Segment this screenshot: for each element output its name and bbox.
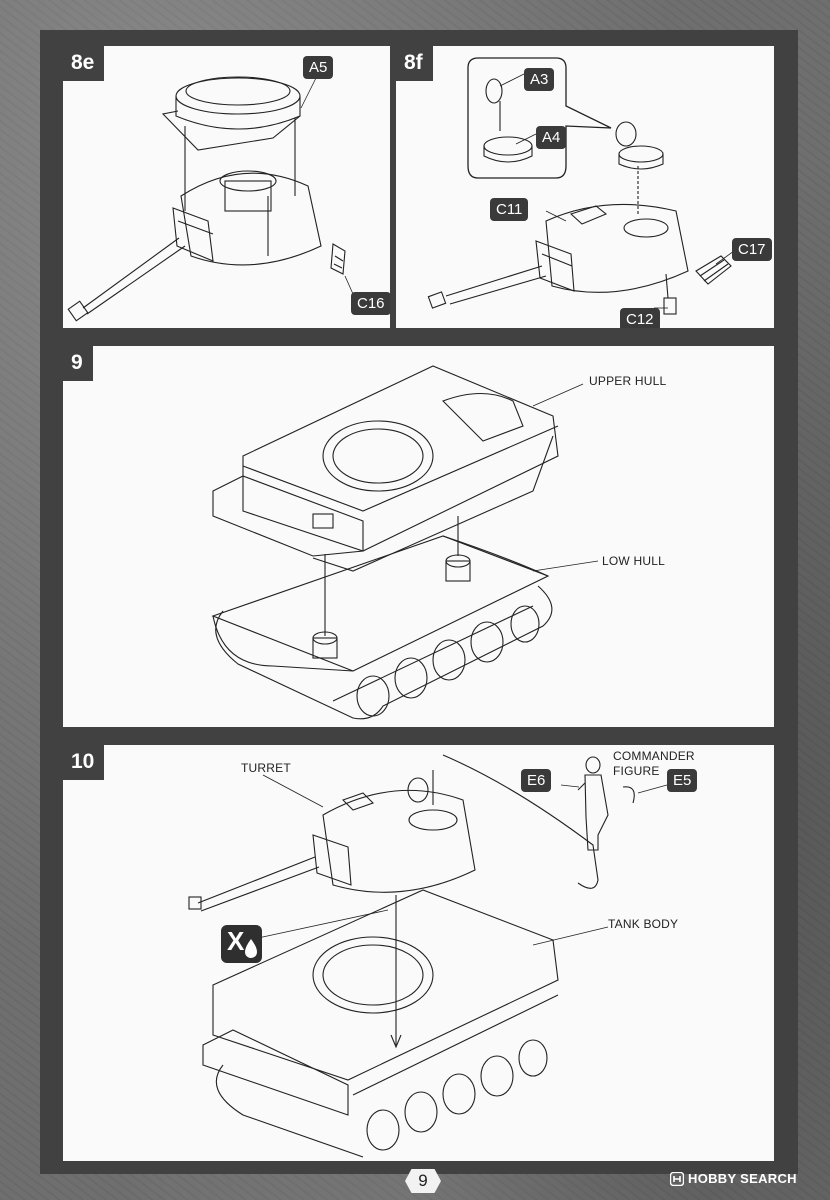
part-tag-a4: A4 [536,126,567,149]
page-number: 9 [405,1169,441,1193]
step-label: 10 [63,745,105,780]
part-tag-c12: C12 [620,308,660,328]
part-tag-c11: C11 [490,198,529,221]
part-tag-c17: C17 [732,238,772,261]
callout-figure: FIGURE [613,764,660,778]
hull-assembly-9-drawing [211,365,599,720]
step-8e-panel: 8e A5 C16 [63,46,390,328]
part-tag-e6: E6 [521,769,552,792]
step-label: 8e [63,46,105,81]
step-label: 9 [63,346,93,381]
watermark-text: HOBBY SEARCH [688,1171,797,1186]
turret-assembly-8e-drawing [67,67,354,322]
step-10-panel: 10 TURRET COMMANDER FIGURE TANK BODY E6 … [63,745,774,1161]
callout-commander: COMMANDER [613,749,695,763]
part-tag-c16: C16 [351,292,390,315]
final-assembly-10-drawing [188,754,668,1158]
no-water-icon: X [221,925,262,963]
step-8f-panel: 8f A3 A4 C11 C17 C12 [396,46,774,328]
part-tag-a3: A3 [524,68,555,91]
callout-tank-body: TANK BODY [608,917,679,931]
step-label: 8f [396,46,433,81]
part-tag-e5: E5 [667,769,698,792]
hobby-search-watermark: HOBBY SEARCH [670,1171,797,1186]
hobby-search-logo-icon [670,1171,684,1186]
callout-turret: TURRET [241,761,291,775]
callout-low-hull: LOW HULL [602,554,665,568]
turret-assembly-8f-drawing [427,57,735,315]
callout-upper-hull: UPPER HULL [589,374,667,388]
part-tag-a5: A5 [303,56,334,79]
step-9-panel: 9 UPPER HULL LOW HULL [63,346,774,727]
